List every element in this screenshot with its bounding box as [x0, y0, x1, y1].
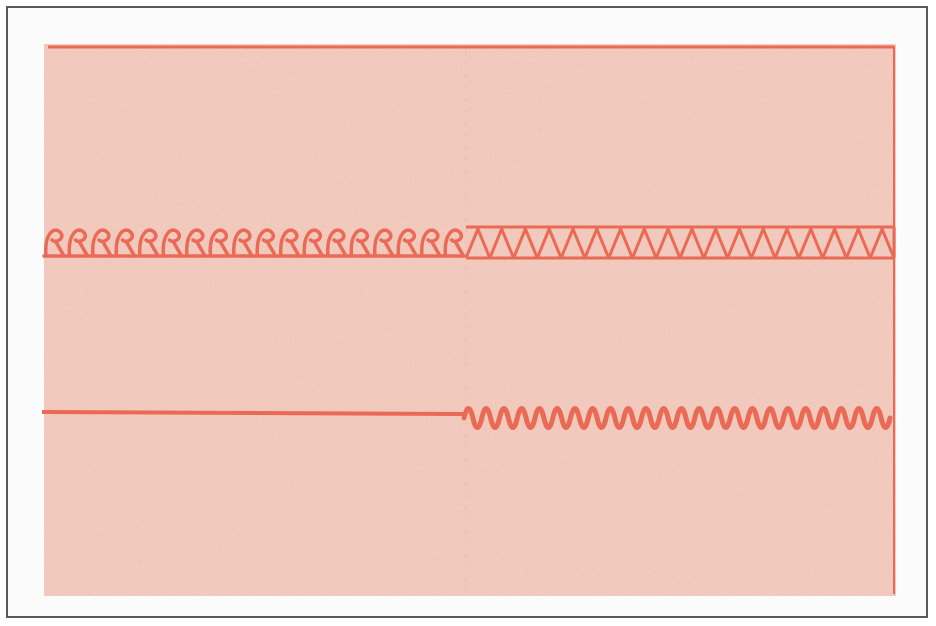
bottom-straight-stitch [41, 410, 465, 416]
zigzag-stitch [461, 406, 893, 430]
triangle-overlock-stitch [464, 225, 896, 260]
fabric-texture [44, 44, 896, 596]
triangle-overlock-path [464, 225, 896, 260]
overlock-loop-stitch [42, 228, 466, 258]
overlock-loop-path [42, 228, 466, 258]
